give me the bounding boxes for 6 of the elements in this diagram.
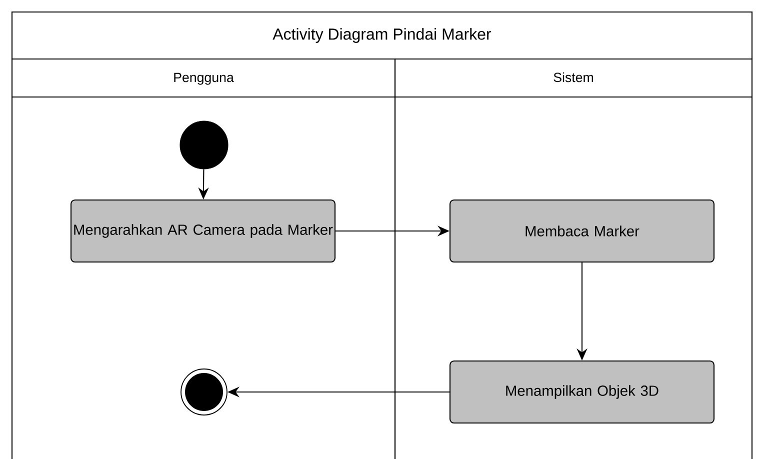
end-node <box>180 368 228 416</box>
action-box: Membaca Marker <box>449 199 715 263</box>
start-node <box>180 120 228 170</box>
action-box: Menampilkan Objek 3D <box>449 360 715 424</box>
title-bar: Activity Diagram Pindai Marker <box>11 11 753 60</box>
action-box: Mengarahkan AR Camera pada Marker <box>70 199 336 263</box>
